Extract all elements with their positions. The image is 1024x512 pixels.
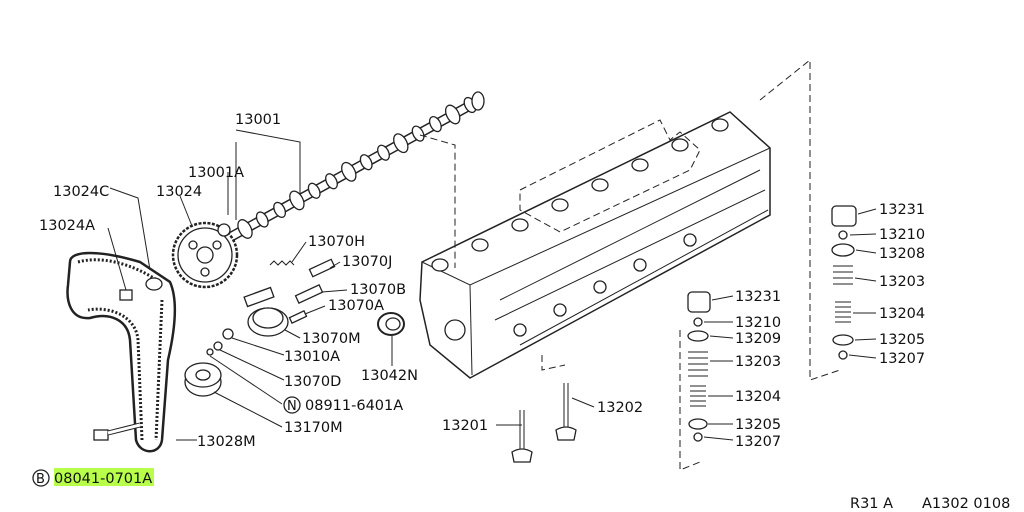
valve-13201 [511,410,533,463]
cam-lobe [289,190,305,211]
label-13170M: 13170M [284,420,343,436]
bolt-08041 [93,422,141,441]
tensioner-13070M [206,286,289,356]
label-13024: 13024 [156,184,202,200]
valve-part-label: 13203 [879,274,925,290]
label-13070B: 13070B [350,282,406,298]
marker-b-circle [32,469,50,487]
pin-13070A [288,310,308,324]
label-13024C: 13024C [53,184,109,200]
valve-part-label: 13205 [879,332,925,348]
cylinder-head [419,111,771,379]
cam-lobe [359,154,373,171]
valve-part-label: 13204 [879,306,925,322]
valve-13202 [555,383,577,441]
valve-part-label: 13231 [735,289,781,305]
cam-lobe [428,116,442,133]
valve-stack-right [831,205,857,360]
label-13070D: 13070D [284,374,341,390]
cam-lobe [411,125,425,142]
cam-lobe [255,211,269,228]
valve-part-label: 13209 [735,331,781,347]
head-boss [431,258,449,272]
label-13042N: 13042N [361,368,418,384]
spring-13070H [269,260,295,266]
leader-valve-center [541,355,566,371]
valve-part-label: 13210 [879,227,925,243]
leader-right-group [759,58,841,381]
bolt-13024A [107,227,133,301]
head-boss [471,238,489,252]
idler-pulley-13170M [184,362,222,397]
label-13070J: 13070J [342,254,392,270]
cam-lobe [325,173,338,190]
camshaft-13001 [222,91,485,245]
timing-belt-13028M [66,251,177,453]
leader-valve-group [679,330,701,471]
cam-lobe [377,144,390,161]
head-boss [631,158,649,172]
leader-camshaft-to-head [419,134,456,268]
valve-part-label: 13208 [879,246,925,262]
right-valve-labels: 13231 13210 13208 13203 13204 13205 13207 [879,202,925,367]
cam-lobe [444,104,461,125]
valve-part-label: 13207 [735,434,781,450]
label-13001A: 13001A [188,165,244,181]
pin-13070J [308,258,336,278]
valve-part-label: 13210 [735,315,781,331]
marker-b: B [36,472,45,487]
cam-lobe [393,133,409,154]
valve-part-label: 13204 [735,389,781,405]
label-13070A: 13070A [328,298,384,314]
label-13070M: 13070M [302,331,361,347]
marker-n-circle [283,396,301,414]
cam-lobe [273,201,287,218]
label-13202: 13202 [597,400,643,416]
label-13028M: 13028M [197,434,256,450]
label-08041-0701A: 08041-0701A [54,471,152,487]
marker-n: N [287,399,297,414]
cam-lobe [341,161,357,182]
label-13201: 13201 [442,418,488,434]
part-labels: 13001 13001A 13024C 13024 13024A 13070H … [32,112,925,487]
head-boss [591,178,609,192]
label-08911-6401A: 08911-6401A [305,398,403,414]
label-leaders [109,129,877,441]
highlight-08041 [54,468,154,486]
valve-part-label: 13203 [735,354,781,370]
label-13070H: 13070H [308,234,365,250]
footer-code-left: R31 A [850,496,893,512]
valve-part-label: 13207 [879,351,925,367]
oil-seal-13042N [377,312,405,336]
label-13001: 13001 [235,112,281,128]
head-boss [671,138,689,152]
label-13010A: 13010A [284,349,340,365]
valve-stack-center [687,291,711,442]
cam-lobe [237,219,253,239]
label-13024A: 13024A [39,218,95,234]
head-boss [711,118,729,132]
cam-lobe [307,182,321,199]
valve-part-label: 13205 [735,417,781,433]
valve-part-label: 13231 [879,202,925,218]
pin-13070B [294,284,324,304]
cam-sprocket-13024 [171,221,239,289]
head-boss [511,218,529,232]
washer-13024C [145,277,163,291]
footer-code-right: A1302 0108 [922,496,1010,512]
head-boss [551,198,569,212]
